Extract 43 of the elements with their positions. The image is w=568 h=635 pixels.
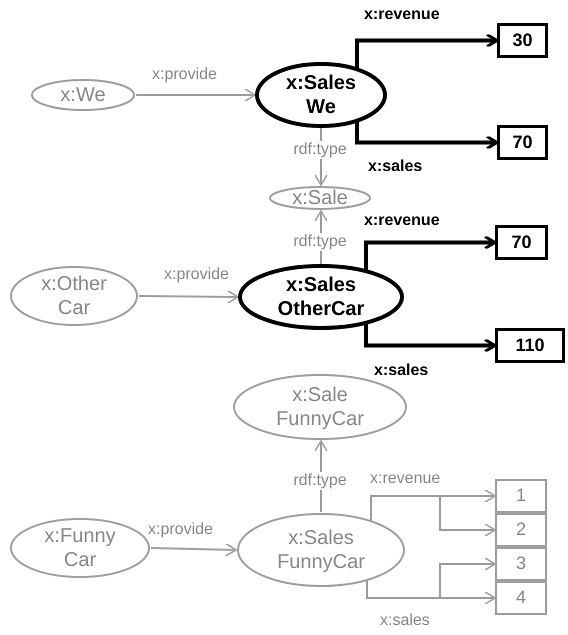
edge-label: rdf:type	[291, 233, 349, 251]
value-box	[497, 125, 548, 160]
value-box	[497, 23, 548, 58]
ellipse-node	[236, 512, 406, 588]
node-label: x:Sale FunnyCar	[275, 383, 365, 431]
node-label: x:Sales OtherCar	[276, 273, 366, 321]
arrow	[136, 88, 256, 102]
edge-label: x:provide	[162, 266, 231, 284]
ellipse-node	[268, 185, 372, 211]
node-label: x:Sales FunnyCar	[276, 526, 366, 574]
edge-label: x:provide	[150, 66, 219, 84]
node-label: 1	[514, 485, 527, 507]
edge-label: rdf:type	[291, 141, 349, 159]
node-label: x:Sale	[291, 186, 349, 210]
arrow	[370, 495, 496, 537]
ellipse-node	[9, 265, 139, 327]
value-box	[495, 479, 547, 513]
node-label: 4	[514, 587, 527, 609]
arrow	[355, 120, 498, 150]
arrow	[138, 290, 239, 304]
node-label: x:Sales We	[284, 71, 358, 119]
arrow	[364, 322, 496, 353]
arrow	[150, 542, 237, 557]
arrow	[364, 235, 496, 272]
edge-label: rdf:type	[291, 472, 349, 490]
node-label: 70	[511, 132, 534, 154]
value-box	[495, 328, 565, 363]
node-label: 110	[514, 334, 546, 356]
value-box	[495, 581, 547, 615]
node-label: x:We	[59, 83, 107, 107]
ellipse-node	[30, 78, 136, 112]
node-label: x:Funny Car	[43, 524, 117, 572]
node-label: 3	[514, 553, 527, 575]
value-box	[495, 225, 548, 260]
arrow	[355, 33, 498, 70]
value-box	[495, 547, 547, 581]
value-box	[495, 513, 547, 547]
node-label: 30	[511, 30, 534, 52]
ellipse-node	[238, 264, 404, 330]
ellipse-node	[255, 62, 387, 128]
node-label: 2	[514, 519, 527, 541]
node-label: 70	[510, 232, 533, 254]
node-label: x:Other Car	[40, 272, 108, 320]
